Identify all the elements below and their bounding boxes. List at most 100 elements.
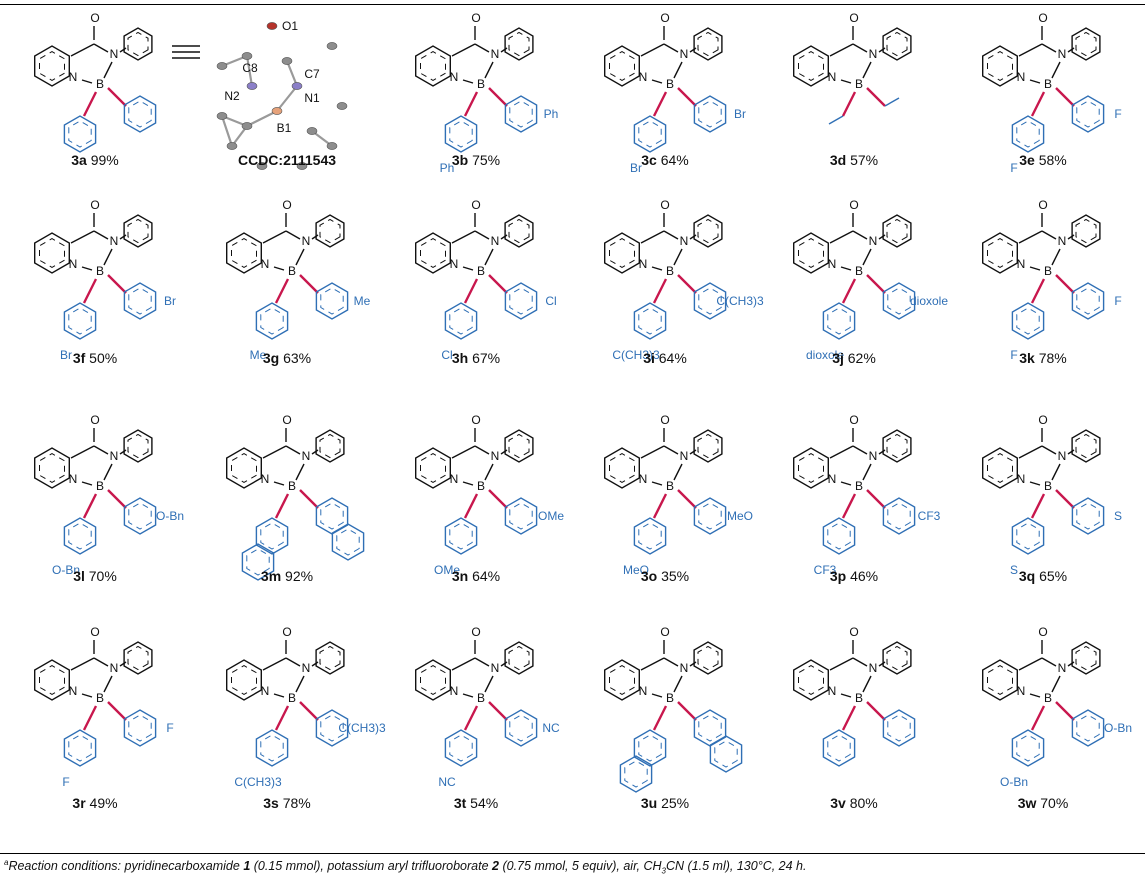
core-bond-1 (829, 657, 854, 671)
substituent-label-1: Me (250, 348, 267, 362)
b-aryl-ring-1 (1011, 115, 1045, 153)
crystal-atom (281, 57, 293, 65)
amide-nitrogen: N (302, 234, 311, 248)
compound-yield: 25% (657, 795, 690, 811)
compound-yield: 35% (657, 568, 690, 584)
amide-nitrogen: N (302, 449, 311, 463)
reaction-conditions-footnote: aReaction conditions: pyridinecarboxamid… (4, 858, 806, 876)
b-aryl-ring-2 (1071, 282, 1105, 320)
dative-bond (273, 266, 285, 271)
core-bond-1 (70, 230, 95, 244)
amide-nitrogen: N (110, 661, 119, 675)
compound-yield: 57% (846, 152, 879, 168)
dative-bond (81, 79, 93, 84)
b-aryl-bond-2 (866, 701, 886, 721)
pyridine-nitrogen: N (450, 684, 459, 698)
pyridine-nitrogen: N (1017, 257, 1026, 271)
pyridine-ring-inner (231, 665, 257, 695)
pyridine-ring-inner (420, 238, 446, 268)
pyridine-ring-inner (39, 453, 65, 483)
pyridine-nitrogen: N (1017, 70, 1026, 84)
n-b-bond (1051, 463, 1061, 481)
core-bond-1 (70, 445, 95, 459)
core-bond-2 (663, 43, 679, 53)
dative-bond (81, 693, 93, 698)
dative-bond (81, 266, 93, 271)
compound-id: 3m (260, 568, 282, 584)
substituent-label-2: F (166, 721, 173, 735)
substituent-label-2: C(CH3)3 (716, 294, 764, 308)
dative-bond (840, 79, 852, 84)
footnote-text-1: Reaction conditions: pyridinecarboxamide (8, 859, 244, 874)
n-aryl-bond (878, 449, 886, 455)
n-aryl-bond (119, 47, 127, 53)
b-aryl-ring-1-inner (827, 522, 851, 550)
n-aryl-bond (878, 47, 886, 53)
pyridine-nitrogen: N (828, 257, 837, 271)
n-b-bond (862, 61, 872, 79)
pyridine-nitrogen: N (261, 257, 270, 271)
b-aryl-ring-1 (633, 302, 667, 340)
compound-id: 3k (1019, 350, 1035, 366)
b-aryl-ring-2 (504, 709, 538, 747)
substituent-label-1: Br (630, 161, 642, 175)
footnote-marker: a (4, 858, 9, 867)
amide-nitrogen: N (491, 449, 500, 463)
core-bond-1 (451, 657, 476, 671)
b-aryl-ring-1 (1011, 302, 1045, 340)
b-aryl-ring-1-inner (449, 522, 473, 550)
pyridine-nitrogen: N (69, 257, 78, 271)
core-bond-1 (451, 445, 476, 459)
core-bond-2 (1041, 43, 1057, 53)
b-aryl-bond-2 (677, 489, 697, 509)
core-bond-2 (852, 657, 868, 667)
compound-yield: 62% (843, 350, 876, 366)
n-phenyl-ring (882, 27, 912, 61)
carbonyl-oxygen: O (1038, 11, 1047, 25)
b-aryl-ring-2-inner (128, 100, 152, 128)
pyridine-ring-inner (420, 51, 446, 81)
fused-ring-1 (619, 755, 653, 793)
n-phenyl-ring-inner (319, 218, 341, 244)
b-aryl-ring-2 (882, 282, 916, 320)
boron-atom: B (288, 264, 296, 278)
compound-label: CCDC:2111543 (192, 152, 382, 168)
b-aryl-ring-1-inner (260, 522, 284, 550)
crystal-bond (220, 115, 234, 147)
crystal-atom (241, 122, 253, 130)
core-bond-2 (474, 43, 490, 53)
core-bond-2 (1041, 657, 1057, 667)
core-bond-2 (663, 445, 679, 455)
compound-yield: 70% (1036, 795, 1069, 811)
dative-bond (651, 79, 663, 84)
b-aryl-ring-1-inner (449, 307, 473, 335)
substituent-label-1: NC (438, 775, 456, 789)
core-bond-2 (93, 657, 109, 667)
b-aryl-bond-2 (866, 274, 886, 294)
pyridine-ring-inner (609, 453, 635, 483)
substituent-label-2: O-Bn (156, 509, 184, 523)
substituent-label-1: Cl (441, 348, 452, 362)
substituent-label-1: C(CH3)3 (234, 775, 282, 789)
pyridine-nitrogen: N (261, 684, 270, 698)
pyridine-ring-inner (39, 51, 65, 81)
n-b-bond (1051, 675, 1061, 693)
pyridine-ring-inner (420, 453, 446, 483)
n-aryl-bond (1067, 47, 1075, 53)
boron-atom: B (96, 77, 104, 91)
b-aryl-ring-2-inner (320, 287, 344, 315)
compound-id: 3n (451, 568, 469, 584)
carbonyl-oxygen: O (90, 625, 99, 639)
b-aryl-ring-2-inner (128, 287, 152, 315)
substituent-label-1: O-Bn (52, 563, 80, 577)
compound-label: 3k 78% (948, 350, 1138, 366)
crystal-atom (266, 22, 278, 30)
